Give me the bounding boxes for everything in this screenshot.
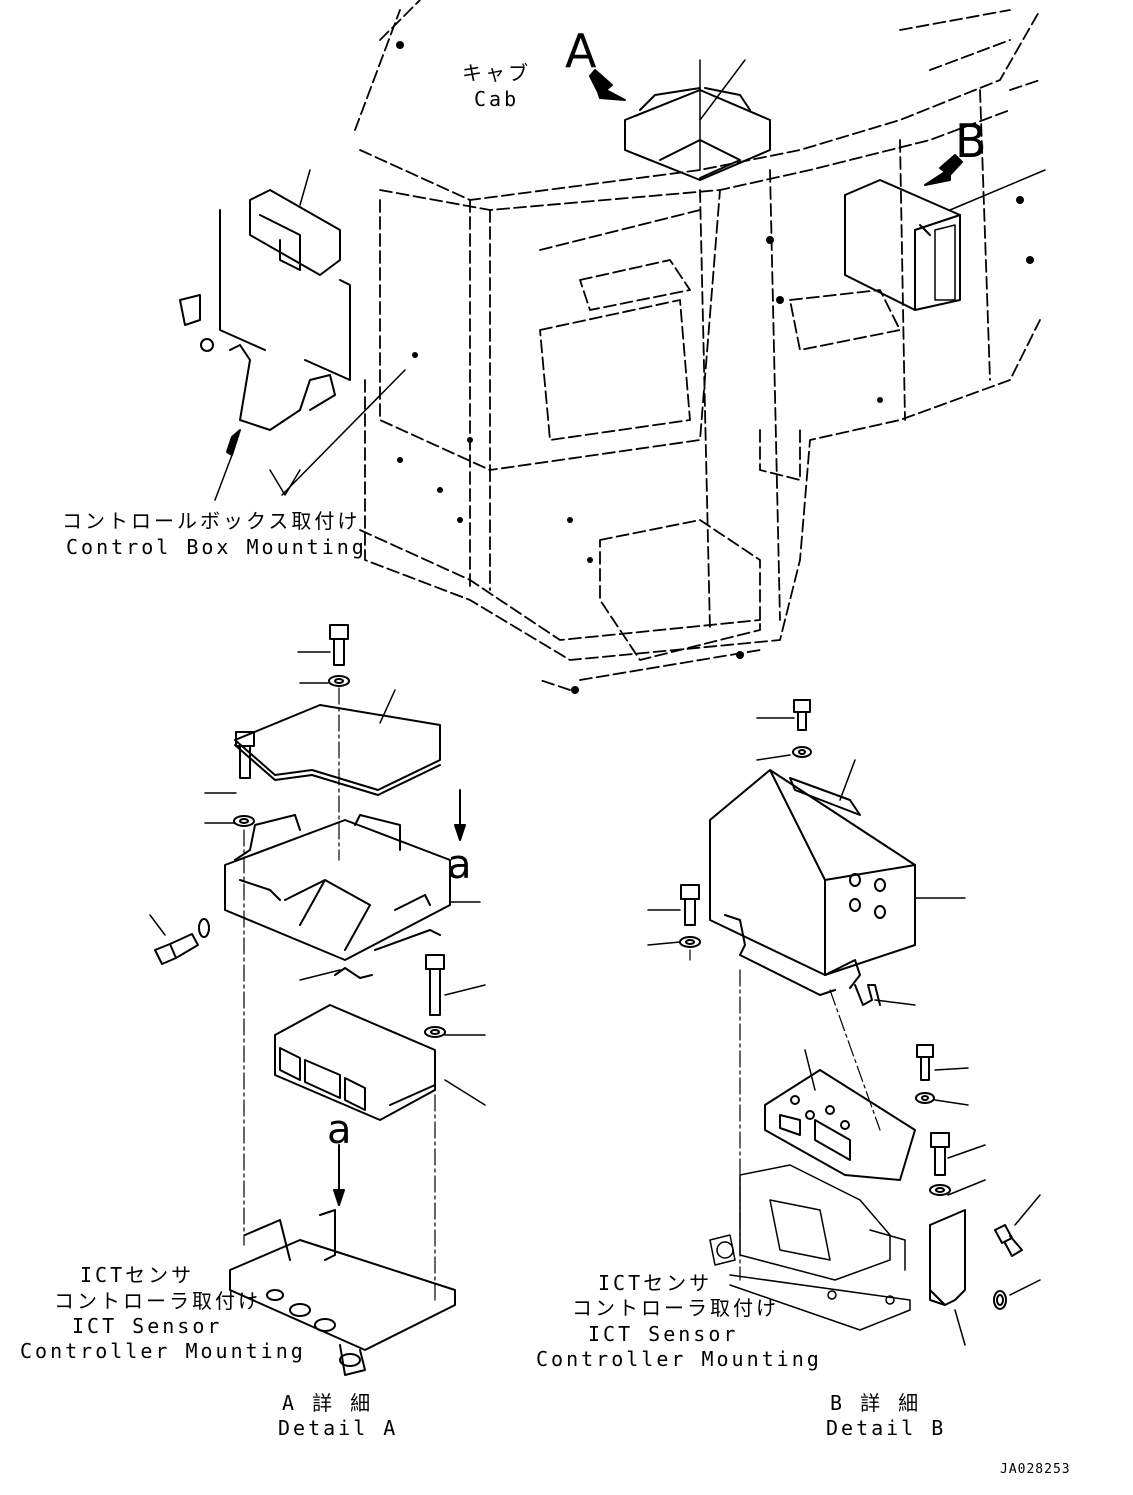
label-view-b: B [955,114,987,168]
detail-b-leader-lines [648,718,1040,1345]
cab-frame-holes [396,41,1034,694]
label-ict-a-ja-2: コントローラ取付け [54,1289,261,1313]
label-detail-a-en: Detail A [278,1416,399,1440]
detail-b-top-plate [790,778,860,815]
label-ref-a-top: a [447,842,472,888]
view-arrows [227,70,962,455]
cab-controller-box-a [625,60,770,180]
cab-controller-box-b [845,170,1045,310]
label-ref-a-bottom: a [327,1107,352,1153]
detail-b-controller [765,1070,915,1180]
label-ict-a-ja-1: ICTセンサ [80,1263,195,1287]
label-cab-en: Cab [474,87,520,111]
label-ict-a-en-2: Controller Mounting [20,1339,306,1363]
detail-a-leader-lines [150,652,485,1105]
detail-b-dashdot-lines [690,950,880,1280]
detail-a-controller [275,1005,435,1120]
cab-frame [355,0,1040,690]
control-box-leader-cab [282,370,405,495]
detail-a-small-bracket [335,968,372,978]
label-control-box-ja: コントロールボックス取付け [62,509,361,533]
label-ict-b-ja-2: コントローラ取付け [572,1296,779,1320]
label-detail-b-en: Detail B [826,1416,947,1440]
detail-a-ref-arrows [334,790,465,1205]
detail-b-cover [710,770,915,995]
detail-a-cover-plate [235,705,440,795]
drawing-number: JA028253 [1000,1462,1071,1477]
label-ict-b-en-1: ICT Sensor [588,1322,739,1346]
label-ict-b-ja-1: ICTセンサ [598,1271,713,1295]
detail-a-dashdot-lines [244,688,435,1300]
label-ict-b-en-2: Controller Mounting [536,1347,822,1371]
detail-b-side-bracket [930,1210,965,1305]
label-cab-ja: キャブ [462,61,531,85]
label-detail-b-ja: B 詳 細 [830,1391,922,1415]
cab-control-box [180,170,350,430]
detail-a-base-plate [230,1210,455,1375]
detail-b-bolts-washers [680,700,1022,1309]
detail-b-clip [855,985,880,1005]
control-box-leaders [215,455,300,500]
detail-a-cover [225,815,450,960]
detail-a-bolts-washers [155,625,445,1037]
label-control-box-en: Control Box Mounting [66,535,367,559]
label-detail-a-ja: A 詳 細 [282,1391,374,1415]
detail-b-frame [710,1165,910,1330]
label-view-a: A [565,24,597,78]
label-ict-a-en-1: ICT Sensor [72,1314,223,1338]
